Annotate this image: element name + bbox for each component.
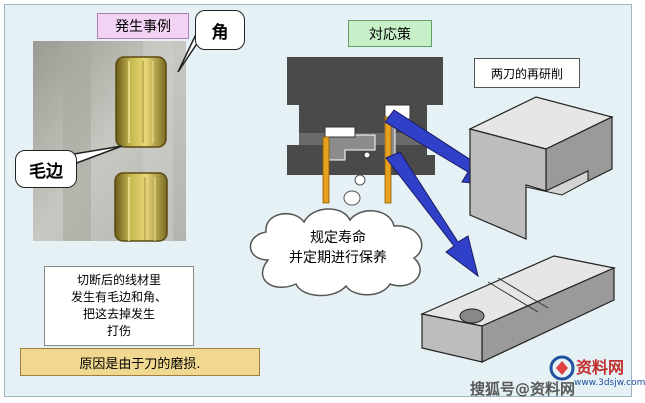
cloud-shape — [249, 208, 423, 297]
watermark-logo: 资料网 www.3dsjw.com — [548, 348, 645, 396]
burr-callout-pointer — [70, 138, 130, 178]
corner-callout: 角 — [195, 10, 245, 50]
watermark-site: 搜狐号@资料网 — [470, 378, 575, 399]
burr-text: 毛边 — [29, 161, 63, 182]
burr-photo — [33, 41, 186, 242]
watermark-url: www.3dsjw.com — [574, 378, 645, 388]
occurrence-label: 発生事例 — [97, 13, 189, 39]
explanation-line-4: 打伤 — [106, 324, 131, 338]
explanation-line-1: 切断后的线材里 — [76, 273, 161, 287]
cloud-line-2: 并定期进行保养 — [289, 250, 387, 266]
logo-icon — [549, 355, 575, 381]
callout-pointer-burr — [73, 145, 123, 166]
wire-photo-graphic — [33, 41, 186, 242]
lower-blade-graphic — [420, 255, 616, 363]
corner-text: 角 — [211, 22, 229, 43]
occurrence-text: 発生事例 — [115, 19, 171, 35]
cause-box: 原因是由于刀的磨损. — [20, 348, 260, 376]
lower-blade-block — [418, 252, 618, 367]
upper-blade-graphic — [468, 96, 614, 240]
thought-bubbles — [343, 174, 366, 206]
watermark-logo-text: 资料网 — [576, 358, 625, 377]
explanation-line-3: 把这去掉发生 — [82, 307, 155, 321]
countermeasure-label: 対応策 — [348, 20, 432, 47]
burr-callout: 毛边 — [15, 150, 77, 188]
regrind-text: 两刀的再研削 — [490, 66, 563, 81]
explanation-line-2: 发生有毛边和角、 — [70, 290, 167, 304]
countermeasure-text: 対応策 — [369, 26, 411, 43]
upper-blade-block — [466, 93, 616, 243]
watermark-site-text: 搜狐号@资料网 — [470, 380, 576, 398]
cause-text: 原因是由于刀的磨损. — [79, 356, 201, 372]
cloud-line-1: 规定寿命 — [310, 230, 366, 246]
pin-left — [322, 136, 330, 204]
cloud-callout: 规定寿命 并定期进行保养 — [238, 200, 438, 300]
cloud-bubble-icon — [330, 172, 370, 212]
explanation-box: 切断后的线材里 发生有毛边和角、 把这去掉发生 打伤 — [44, 266, 194, 346]
regrind-label: 两刀的再研削 — [474, 58, 580, 88]
